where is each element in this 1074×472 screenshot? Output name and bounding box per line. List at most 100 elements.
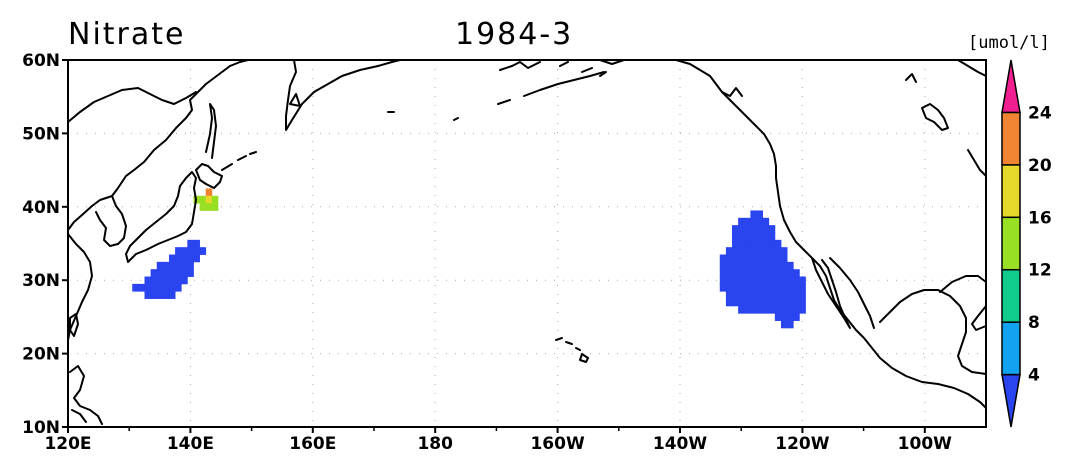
nitrate-cell [132,283,139,292]
nitrate-cell [768,291,776,299]
nitrate-cell [162,291,170,299]
nitrate-cells [132,188,806,329]
colorbar-label: 12 [1028,261,1052,281]
nitrate-cell [750,283,757,292]
nitrate-cell [762,283,770,292]
x-tick-label: 180 [417,434,453,454]
nitrate-cell [738,261,745,270]
colorbar-segment [1001,111,1021,166]
nitrate-cell [744,269,751,277]
nitrate-cell [732,283,739,292]
nitrate-cell [799,276,806,285]
nitrate-cell [756,283,764,292]
title-variable: Nitrate [68,17,185,52]
nitrate-cell [162,283,170,292]
nitrate-cell [787,298,794,307]
nitrate-cell [732,298,739,307]
coastlines [67,59,987,425]
nitrate-cell [750,225,757,233]
nitrate-cell [181,247,188,255]
nitrate-cell [774,269,782,277]
nitrate-cell [756,232,764,241]
nitrate-cell [793,276,800,285]
nitrate-cell [719,254,727,263]
nitrate-cell [762,305,770,314]
nitrate-cell [719,276,727,285]
nitrate-cell [756,276,764,285]
nitrate-cell [750,210,757,219]
nitrate-cell [756,217,764,226]
nitrate-cell [175,247,182,255]
nitrate-cell [156,276,164,285]
nitrate-cell [750,305,757,314]
nitrate-cell [150,283,158,292]
colorbar-unit: [umol/l] [968,33,1050,53]
nitrate-cell [780,298,788,307]
nitrate-cell [193,239,200,248]
nitrate-cell [780,276,788,285]
nitrate-cell [725,254,733,263]
nitrate-cell [768,225,776,233]
nitrate-cell [768,276,776,285]
nitrate-cell [768,305,776,314]
nitrate-cell [774,298,782,307]
nitrate-cell [175,283,182,292]
colorbar-label: 16 [1028,208,1052,228]
nitrate-cell [744,217,751,226]
nitrate-cell [725,291,733,299]
nitrate-cell [168,254,176,263]
nitrate-cell [750,269,757,277]
nitrate-cell [156,283,164,292]
nitrate-cell [150,269,158,277]
nitrate-cell [750,217,757,226]
nitrate-cell [732,247,739,255]
nitrate-cell [138,283,145,292]
nitrate-cell [756,269,764,277]
nitrate-cell [793,298,800,307]
nitrate-cell [187,254,194,263]
nitrate-cell [793,305,800,314]
nitrate-cell [725,269,733,277]
nitrate-cell [744,291,751,299]
y-tick-label: 60N [22,51,60,71]
nitrate-cell [744,247,751,255]
nitrate-cell [750,261,757,270]
nitrate-cell [181,261,188,270]
nitrate-cell [780,247,788,255]
nitrate-cell [719,283,727,292]
nitrate-cell [199,247,207,255]
nitrate-cell [762,291,770,299]
colorbar-label: 8 [1028,313,1040,333]
nitrate-cell [799,305,806,314]
nitrate-cell [768,239,776,248]
nitrate-cell [156,269,164,277]
nitrate-cell [756,291,764,299]
nitrate-cell [774,261,782,270]
nitrate-cell [762,247,770,255]
colorbar-segment-high [1001,59,1021,114]
nitrate-cell [744,305,751,314]
nitrate-cell [738,298,745,307]
nitrate-cell [738,217,745,226]
map-panel [67,59,987,428]
colorbar-label: 20 [1028,156,1052,176]
nitrate-cell [187,269,194,277]
nitrate-cell [756,239,764,248]
nitrate-cell [762,217,770,226]
nitrate-cell [793,283,800,292]
nitrate-cell [732,254,739,263]
nitrate-cell [211,195,219,204]
nitrate-cell [780,254,788,263]
nitrate-cell [738,276,745,285]
nitrate-cell [780,291,788,299]
nitrate-cell [787,261,794,270]
nitrate-cell [756,225,764,233]
nitrate-cell [774,247,782,255]
nitrate-cell [774,313,782,321]
nitrate-cell [787,283,794,292]
nitrate-cell [744,254,751,263]
nitrate-cell [744,239,751,248]
nitrate-cell [168,269,176,277]
nitrate-cell [738,269,745,277]
nitrate-cell [732,261,739,270]
